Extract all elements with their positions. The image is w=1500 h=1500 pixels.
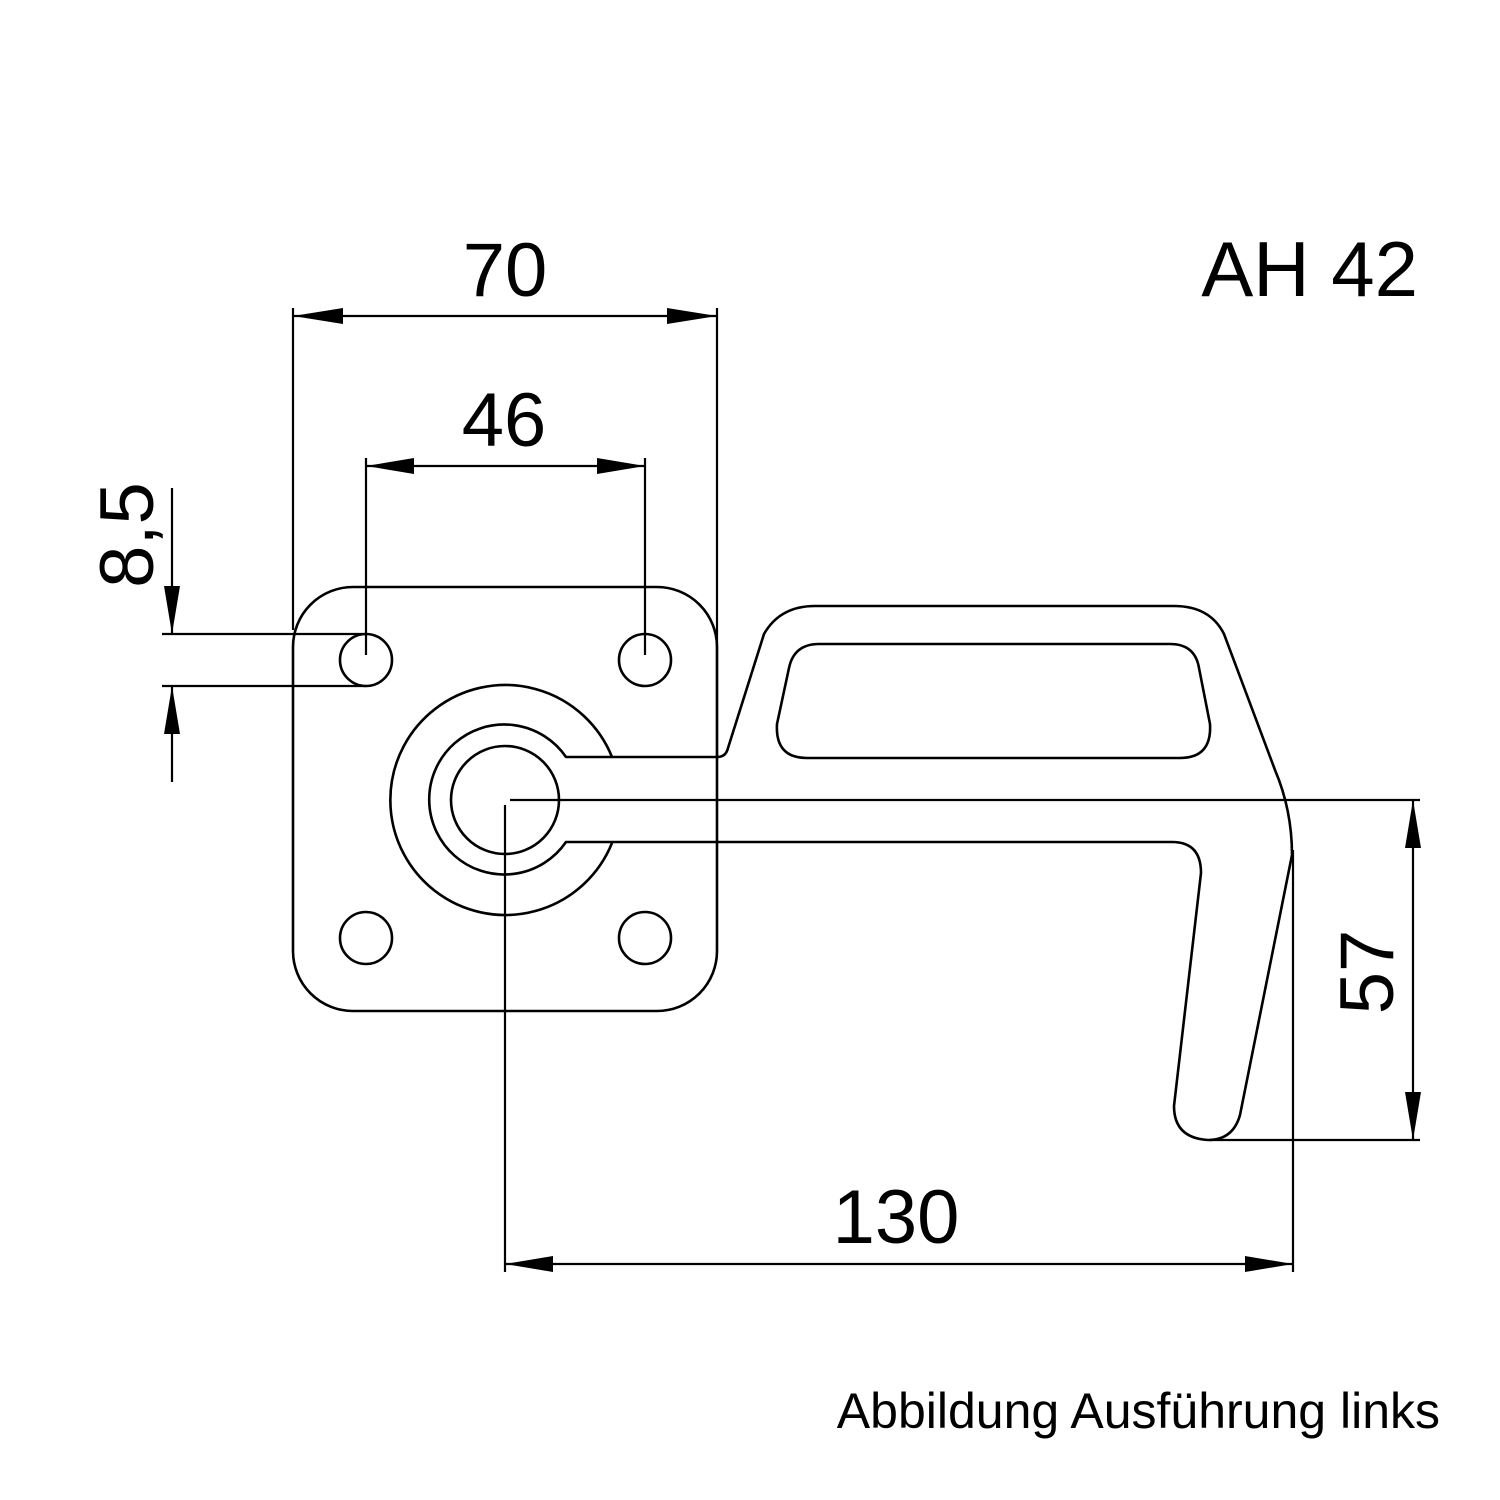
dimension-8-5: 8,5: [85, 482, 366, 782]
dimension-70: 70: [291, 228, 719, 757]
hook-arm-outline: [427, 604, 1294, 1142]
dimension-label-46: 46: [462, 378, 547, 463]
dimension-label-8-5: 8,5: [85, 482, 170, 588]
dimension-57: 57: [1210, 800, 1421, 1142]
mounting-hole-bottom-right: [617, 910, 673, 966]
caption: Abbildung Ausführung links: [837, 1383, 1440, 1439]
dimension-46: 46: [364, 378, 647, 655]
dimension-label-57: 57: [1325, 930, 1410, 1015]
dimension-label-130: 130: [833, 1175, 960, 1260]
mounting-hole-bottom-left: [338, 910, 394, 966]
hook-window: [775, 642, 1212, 760]
pivot-boss-outer: [389, 683, 614, 917]
dimension-130: 130: [505, 850, 1295, 1272]
model-title: AH 42: [1201, 225, 1418, 313]
dimension-label-70: 70: [463, 228, 548, 313]
